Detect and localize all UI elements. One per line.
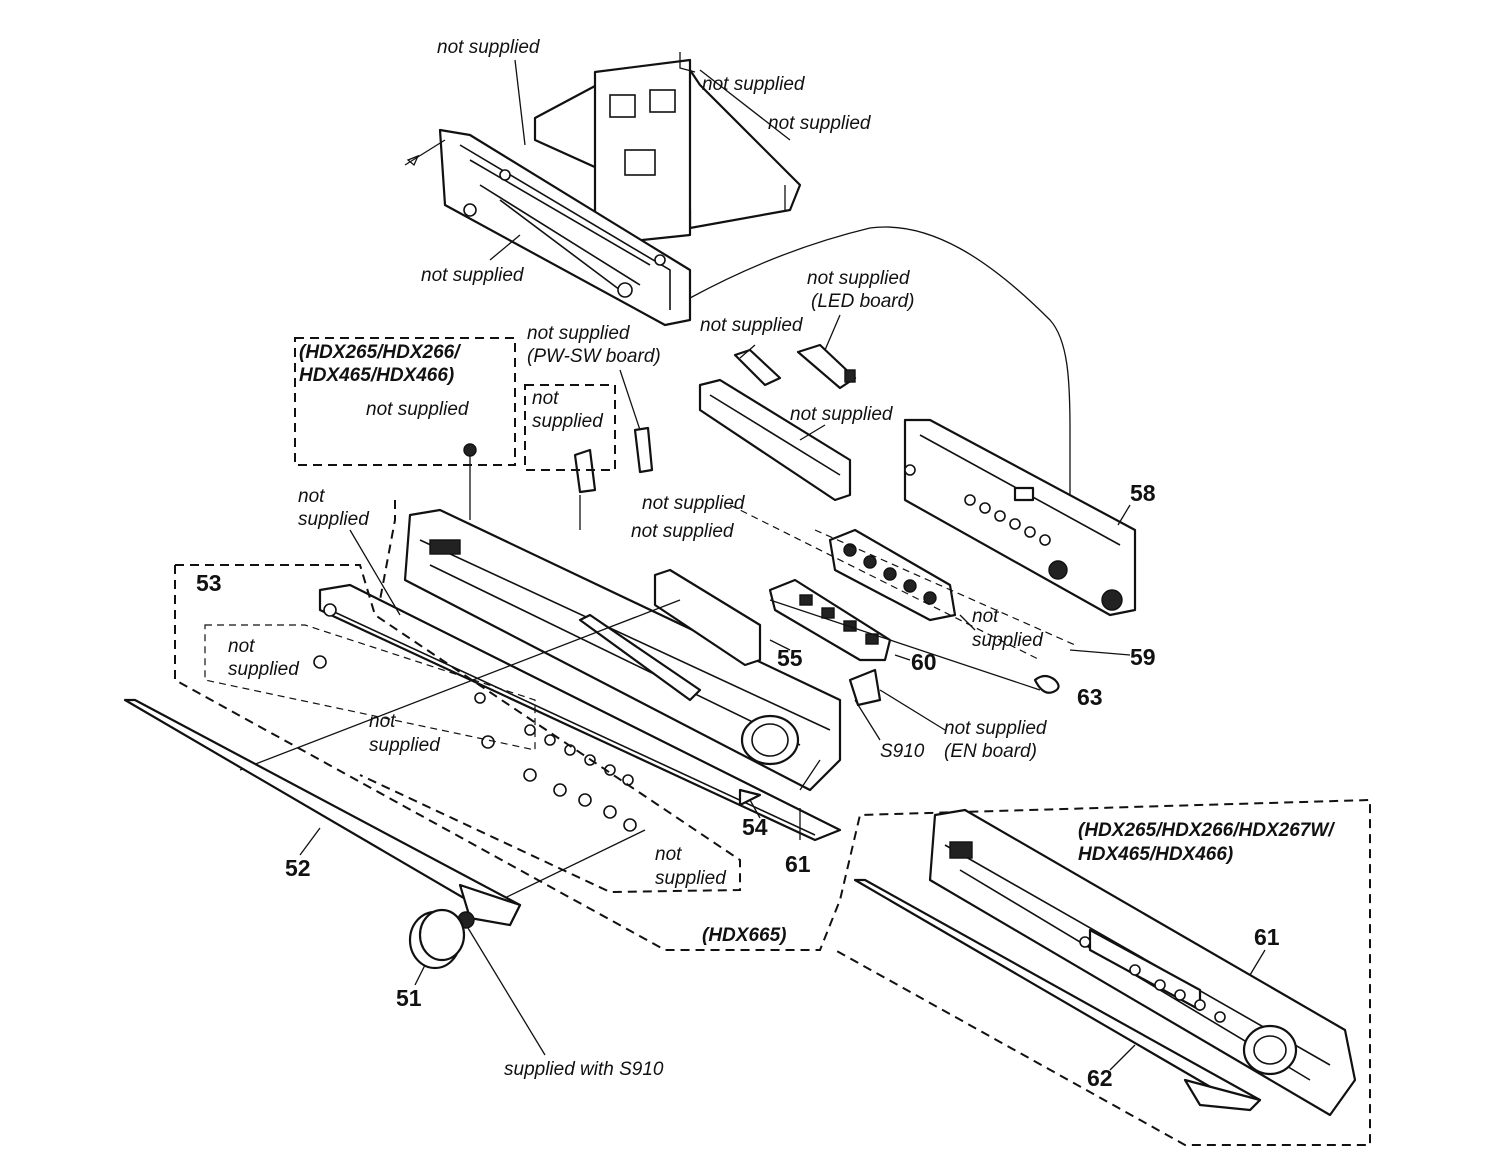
label-s910: S910: [880, 741, 925, 762]
label-en-board: (EN board): [944, 741, 1037, 762]
label-not-supplied-holder: not supplied: [700, 315, 804, 336]
part-number-62: 62: [1087, 1065, 1113, 1091]
label-not-right-mid: not: [972, 606, 999, 627]
top-chassis-assembly: [404, 52, 1071, 515]
bracket-55: [653, 568, 762, 667]
board-58: [903, 418, 1137, 617]
label-pw-sw-board: (PW-SW board): [527, 346, 661, 367]
front-panel-lower: [318, 583, 842, 842]
part-number-53: 53: [196, 570, 222, 596]
label-supplied-bottom: supplied: [655, 868, 727, 889]
variant-front-panel: [853, 808, 1357, 1117]
parts-51-52: [123, 698, 546, 1056]
label-model-box-2-line2: HDX465/HDX466): [1078, 844, 1233, 865]
pw-sw-board: [633, 426, 654, 474]
label-not-supplied-center-2: not supplied: [631, 521, 735, 542]
label-model-box-1-line2: HDX465/HDX466): [299, 365, 454, 386]
label-supplied-53: supplied: [228, 659, 300, 680]
label-supplied-front: supplied: [369, 735, 441, 756]
part-number-54: 54: [742, 814, 768, 840]
label-not-box2: not: [532, 388, 559, 409]
part-numbers: 58 53 55 60 59 63 54 61 52 61 51 62: [196, 480, 1280, 1091]
part-number-63: 63: [1077, 684, 1103, 710]
label-supplied-right-mid: supplied: [972, 630, 1044, 651]
label-not-supplied-cover: not supplied: [702, 74, 806, 95]
diagram-labels: not supplied not supplied not supplied n…: [228, 37, 1335, 1080]
model-variant-boxes: [174, 337, 1371, 1146]
part-number-59: 59: [1130, 644, 1156, 670]
label-not-supplied-box1: not supplied: [366, 399, 470, 420]
label-supplied-with-s910: supplied with S910: [504, 1059, 664, 1080]
upper-small-parts: [463, 314, 857, 530]
label-supplied-left: supplied: [298, 509, 370, 530]
part-63: [1033, 674, 1060, 694]
front-panel-assembly: [239, 508, 946, 911]
label-not-left: not: [298, 486, 325, 507]
label-not-supplied-bracket: not supplied: [768, 113, 872, 134]
label-model-box-1-line1: (HDX265/HDX266/: [299, 342, 461, 363]
led-holder: [733, 348, 782, 387]
label-not-front: not: [369, 711, 396, 732]
part-number-58: 58: [1130, 480, 1156, 506]
switch-part: [573, 448, 597, 494]
part-number-61b: 61: [1254, 924, 1280, 950]
label-not-supplied-en: not supplied: [944, 718, 1048, 739]
label-not-supplied-frame: not supplied: [790, 404, 894, 425]
label-hdx665: (HDX665): [702, 925, 786, 946]
label-not-bottom: not: [655, 844, 682, 865]
boards-59-60: [729, 504, 1131, 694]
label-led-board: (LED board): [811, 291, 915, 312]
s910-bracket: [848, 668, 882, 707]
label-not-53: not: [228, 636, 255, 657]
label-not-supplied-led-1: not supplied: [807, 268, 911, 289]
part-number-52: 52: [285, 855, 311, 881]
part-number-55: 55: [777, 645, 803, 671]
rear-bracket: [593, 58, 692, 247]
label-not-supplied-center-1: not supplied: [642, 493, 746, 514]
window-frame: [698, 378, 852, 502]
part-number-60: 60: [911, 649, 937, 675]
label-not-supplied-pwsw: not supplied: [527, 323, 631, 344]
label-supplied-box2: supplied: [532, 411, 604, 432]
label-not-supplied-top: not supplied: [437, 37, 541, 58]
knob-ring: [740, 714, 800, 766]
part-number-51: 51: [396, 985, 422, 1011]
part-number-61a: 61: [785, 851, 811, 877]
label-not-supplied-chassis: not supplied: [421, 265, 525, 286]
label-model-box-2-line1: (HDX265/HDX266/HDX267W/: [1078, 820, 1335, 841]
